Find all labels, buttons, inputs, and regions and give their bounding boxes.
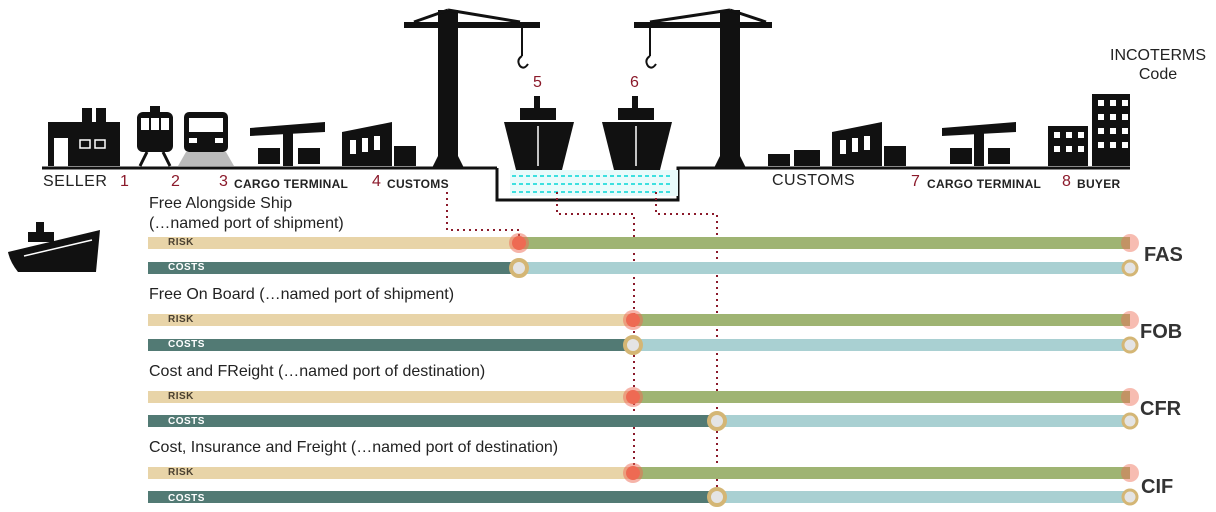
buyer-risk-bar-cfr [633,391,1130,403]
station-number-2: 2 [171,173,180,190]
seller-costs-bar-fas [148,262,519,274]
risk-end-marker-cif [1121,464,1139,482]
term-title-cif: Cost, Insurance and Freight (…named port… [149,439,559,456]
cargo-terminal-icon [942,122,1016,166]
customs-origin-label: CUSTOMS [387,177,449,191]
buildings-icon [1048,94,1130,166]
term-title-cfr: Cost and FReight (…named port of destina… [149,363,486,380]
term-title-fas-line2: (…named port of shipment) [149,215,344,232]
risk-label: RISK [168,391,194,402]
crane-icon [404,8,540,168]
term-title-fob: Free On Board (…named port of shipment) [149,286,455,303]
seller-risk-bar-cif [148,467,633,479]
risk-transfer-marker-cif [626,466,640,480]
buyer-risk-bar-fas [519,237,1130,249]
station-number-3: 3 [219,173,228,190]
cost-end-marker-fas [1121,259,1139,277]
risk-end-marker-cfr [1121,388,1139,406]
incoterms-code-header: INCOTERMS Code [1100,46,1216,84]
risk-label: RISK [168,314,194,325]
cost-transfer-marker-cfr [707,411,727,431]
term-title-fas-line1: Free Alongside Ship [149,195,293,212]
costs-label: COSTS [168,262,205,273]
ground-line [42,166,1130,202]
seller-risk-bar-cfr [148,391,633,403]
cargo-terminal-icon [250,122,325,166]
seller-label: SELLER [43,173,108,190]
customs-warehouse-icon [342,122,416,166]
seller-risk-bar-fob [148,314,633,326]
cargo-terminal-destination-label: CARGO TERMINAL [927,177,1042,191]
buyer-risk-bar-cif [633,467,1130,479]
ship-icon [504,96,574,170]
buyer-costs-bar-cfr [717,415,1130,427]
cost-transfer-marker-fas [509,258,529,278]
station-number-8: 8 [1062,173,1071,190]
station-number-5: 5 [533,74,542,91]
incoterms-header-line1: INCOTERMS [1110,47,1206,64]
ship-icon [602,96,672,170]
risk-transfer-marker-fob [626,313,640,327]
crane-icon [634,8,772,168]
risk-end-marker-fas [1121,234,1139,252]
costs-label: COSTS [168,339,205,350]
cost-end-marker-cif [1121,488,1139,506]
risk-transfer-marker-cfr [626,390,640,404]
customs-destination-label: CUSTOMS [772,172,856,189]
factory-icon [48,108,120,166]
cost-end-marker-cfr [1121,412,1139,430]
risk-end-marker-fob [1121,311,1139,329]
code-fob: FOB [1140,321,1183,343]
cargo-terminal-origin-label: CARGO TERMINAL [234,177,349,191]
code-cif: CIF [1141,476,1174,498]
seller-costs-bar-fob [148,339,633,351]
containers-icon [768,150,820,166]
incoterms-header-line2: Code [1138,66,1178,83]
water [510,170,678,196]
truck-icon [178,112,234,166]
seller-costs-bar-cfr [148,415,717,427]
code-cfr: CFR [1140,398,1182,420]
code-fas: FAS [1144,244,1183,266]
seller-costs-bar-cif [148,491,717,503]
cargo-ship-icon [8,222,100,272]
station-number-7: 7 [911,173,920,190]
buyer-risk-bar-fob [633,314,1130,326]
buyer-costs-bar-cif [717,491,1130,503]
customs-warehouse-icon [832,122,906,166]
buyer-label: BUYER [1077,177,1121,191]
tram-icon [137,106,173,167]
seller-risk-bar-fas [148,237,519,249]
risk-label: RISK [168,467,194,478]
cost-transfer-marker-fob [623,335,643,355]
station-number-1: 1 [120,173,129,190]
station-number-4: 4 [372,173,381,190]
buyer-costs-bar-fob [633,339,1130,351]
risk-transfer-marker-fas [512,236,526,250]
station-number-6: 6 [630,74,639,91]
cost-transfer-marker-cif [707,487,727,507]
risk-label: RISK [168,237,194,248]
term-bars [148,233,1139,507]
term-title-fas: Free Alongside Ship (…named port of ship… [149,194,344,234]
costs-label: COSTS [168,416,205,427]
costs-label: COSTS [168,493,205,504]
cost-end-marker-fob [1121,336,1139,354]
buyer-costs-bar-fas [519,262,1130,274]
